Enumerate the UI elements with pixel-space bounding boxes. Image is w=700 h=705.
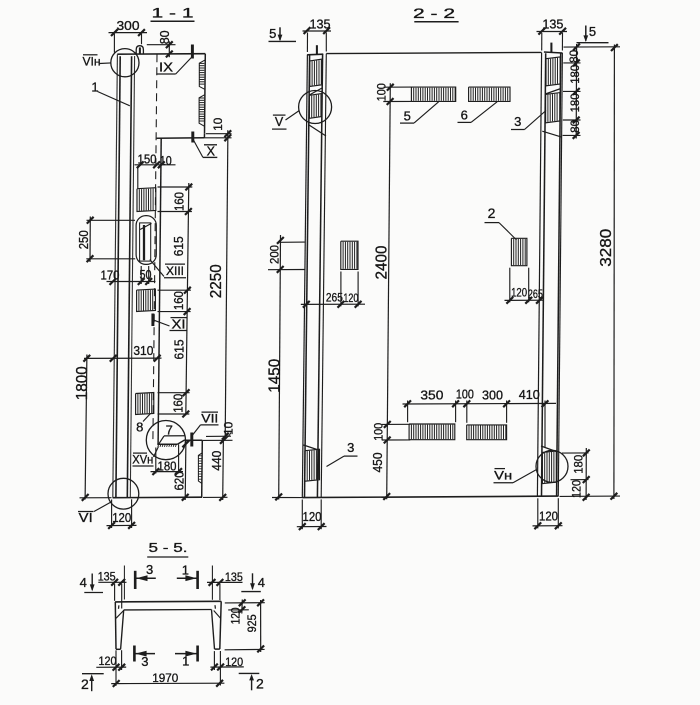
svg-text:8: 8 (136, 420, 143, 435)
svg-text:300: 300 (117, 18, 140, 33)
svg-text:100: 100 (375, 83, 389, 101)
svg-text:2250: 2250 (208, 264, 225, 298)
svg-text:160: 160 (172, 394, 186, 413)
svg-text:120: 120 (343, 291, 358, 305)
svg-text:2400: 2400 (373, 245, 390, 279)
svg-text:1450: 1450 (266, 359, 283, 393)
svg-text:6: 6 (461, 108, 468, 123)
svg-text:80: 80 (157, 30, 172, 44)
svg-text:160: 160 (173, 192, 187, 211)
svg-text:2: 2 (81, 676, 89, 692)
svg-text:160: 160 (172, 291, 186, 310)
svg-text:5: 5 (404, 108, 411, 123)
svg-text:200: 200 (268, 245, 282, 264)
svg-text:1: 1 (91, 80, 98, 95)
svg-text:2: 2 (488, 205, 496, 221)
svg-text:615: 615 (173, 339, 187, 359)
svg-text:VII: VII (201, 411, 218, 425)
svg-text:7: 7 (166, 423, 173, 438)
svg-text:1: 1 (182, 562, 189, 577)
svg-text:2 - 2: 2 - 2 (413, 5, 455, 21)
svg-text:2: 2 (256, 676, 264, 692)
svg-text:180: 180 (571, 454, 585, 473)
svg-text:V: V (275, 115, 284, 129)
svg-text:10: 10 (222, 422, 236, 435)
svg-text:1: 1 (182, 654, 189, 669)
svg-text:3: 3 (514, 114, 521, 129)
svg-text:350: 350 (420, 388, 443, 403)
svg-text:VI: VI (79, 511, 93, 525)
svg-text:IX: IX (159, 60, 174, 74)
svg-text:300: 300 (482, 388, 503, 403)
svg-text:120: 120 (570, 480, 584, 498)
svg-text:135: 135 (98, 569, 116, 583)
svg-text:180: 180 (568, 93, 582, 112)
svg-text:310: 310 (133, 344, 153, 358)
svg-text:3280: 3280 (598, 229, 615, 267)
svg-text:80: 80 (567, 50, 581, 63)
svg-text:1 - 1: 1 - 1 (152, 5, 194, 21)
svg-text:10: 10 (211, 117, 225, 130)
svg-text:3: 3 (347, 440, 354, 455)
svg-text:XIII: XIII (166, 264, 184, 278)
svg-text:5 - 5.: 5 - 5. (149, 540, 188, 555)
svg-text:5: 5 (589, 24, 596, 39)
svg-text:X: X (207, 144, 216, 158)
svg-text:120: 120 (99, 654, 117, 668)
svg-text:3: 3 (141, 654, 148, 669)
svg-text:80: 80 (568, 120, 582, 133)
svg-text:VIн: VIн (83, 55, 101, 69)
svg-text:3: 3 (146, 562, 153, 577)
svg-text:120: 120 (303, 510, 322, 524)
svg-text:120: 120 (539, 509, 558, 523)
svg-text:615: 615 (172, 236, 186, 256)
svg-text:4: 4 (258, 575, 265, 590)
svg-text:180: 180 (568, 64, 582, 83)
svg-text:XVн: XVн (132, 454, 153, 466)
svg-text:1800: 1800 (74, 366, 91, 400)
svg-text:4: 4 (80, 575, 87, 590)
svg-text:450: 450 (371, 452, 385, 472)
svg-text:XI: XI (172, 317, 186, 331)
svg-text:100: 100 (456, 387, 474, 402)
svg-text:925: 925 (245, 614, 259, 632)
svg-text:Vн: Vн (494, 468, 512, 482)
svg-text:440: 440 (210, 451, 224, 471)
svg-text:410: 410 (519, 387, 540, 402)
svg-text:250: 250 (77, 230, 91, 249)
svg-text:170: 170 (101, 268, 120, 282)
svg-text:5: 5 (269, 26, 276, 41)
svg-text:135: 135 (542, 17, 563, 31)
svg-text:100: 100 (372, 423, 386, 441)
